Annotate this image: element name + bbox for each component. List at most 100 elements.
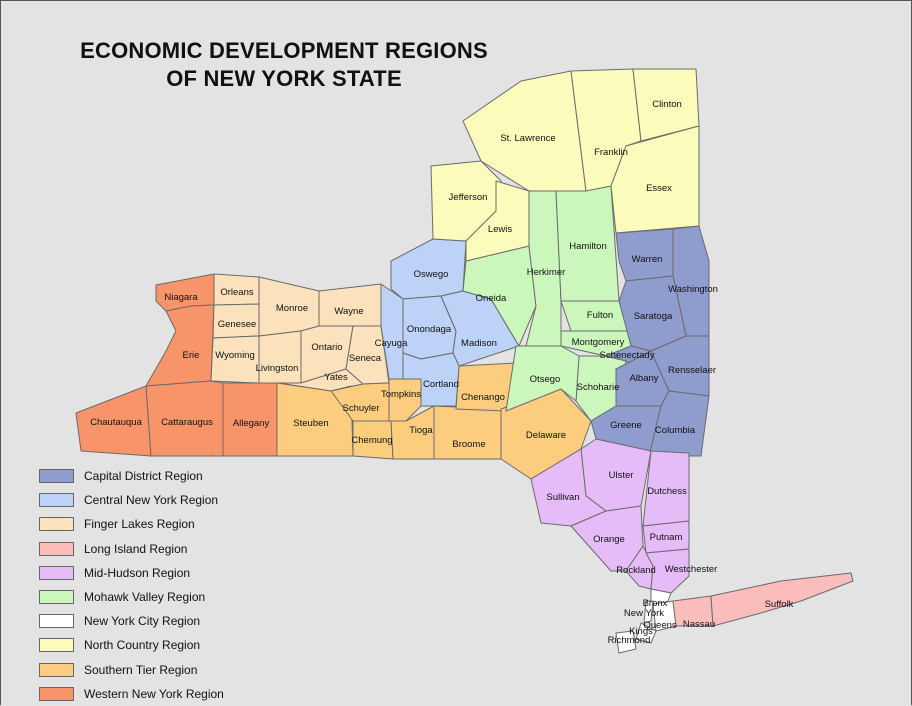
county-label: Suffolk (765, 599, 794, 610)
legend-label: Mohawk Valley Region (84, 590, 206, 605)
county-shape (615, 630, 637, 654)
legend-swatch (39, 662, 74, 677)
county-label: Nassau (683, 619, 715, 630)
county-label: Washington (668, 284, 718, 295)
map-title-line-2: OF NEW YORK STATE (166, 66, 402, 91)
county-label: Seneca (349, 353, 382, 364)
county-shape (648, 390, 710, 457)
county-shape (465, 180, 530, 262)
map-title: ECONOMIC DEVELOPMENT REGIONS OF NEW YORK… (19, 37, 549, 93)
legend-label: Finger Lakes Region (84, 517, 195, 532)
county-label: Saratoga (634, 311, 673, 322)
county-label: Wyoming (215, 350, 255, 361)
county-label: Chemung (351, 435, 392, 446)
county-label: Chenango (461, 392, 505, 403)
legend-item-long-island: Long Island Region (39, 537, 224, 561)
county-label: Erie (183, 350, 200, 361)
county-label: Cortland (423, 379, 459, 390)
county-label: Broome (452, 439, 485, 450)
county-label: Franklin (594, 147, 628, 158)
legend-swatch (39, 590, 74, 605)
county-label: Fulton (587, 310, 613, 321)
county-label: Otsego (530, 374, 561, 385)
county-label: Madison (461, 338, 497, 349)
county-label: Onondaga (407, 324, 452, 335)
region-legend: Capital District Region Central New York… (39, 464, 224, 706)
county-label: Putnam (650, 532, 683, 543)
county-label: Orange (593, 534, 625, 545)
legend-label: Capital District Region (84, 469, 203, 484)
legend-label: Southern Tier Region (84, 662, 198, 677)
county-label: Richmond (608, 635, 651, 646)
county-label: Queens (643, 620, 677, 631)
legend-swatch (39, 686, 74, 701)
legend-swatch (39, 638, 74, 653)
county-label: Delaware (526, 430, 566, 441)
county-label: Essex (646, 183, 672, 194)
county-label: Wayne (334, 306, 363, 317)
county-shape (505, 345, 580, 412)
county-shape (402, 352, 460, 407)
county-label: Dutchess (647, 486, 687, 497)
county-shape (145, 304, 215, 387)
county-label: Clinton (652, 99, 682, 110)
county-label: Kings (629, 626, 653, 637)
county-shape (643, 600, 654, 624)
county-shape (650, 335, 710, 397)
county-label: Livingston (256, 363, 299, 374)
county-shape (710, 572, 854, 627)
county-label: Cayuga (375, 338, 408, 349)
county-label: Herkimer (527, 267, 566, 278)
county-label: Ulster (609, 470, 634, 481)
county-shape (276, 382, 354, 457)
county-label: Jefferson (449, 192, 488, 203)
county-label: Tioga (409, 425, 433, 436)
legend-item-mohawk-valley: Mohawk Valley Region (39, 585, 224, 609)
county-label: Schenectady (600, 350, 655, 361)
county-label: Tompkins (381, 389, 421, 400)
county-label: Ontario (311, 342, 342, 353)
county-label: Chautauqua (90, 417, 142, 428)
county-label: St. Lawrence (500, 133, 555, 144)
county-label: Lewis (488, 224, 513, 235)
county-label: Yates (324, 372, 348, 383)
county-label: Cattaraugus (161, 417, 213, 428)
county-label: Rockland (616, 565, 656, 576)
county-shape (388, 378, 422, 422)
county-label: Orleans (220, 287, 254, 298)
county-label: Warren (632, 254, 663, 265)
county-label: New York (624, 608, 664, 619)
legend-label: Long Island Region (84, 541, 188, 556)
county-label: Monroe (276, 303, 308, 314)
county-label: Steuben (293, 418, 328, 429)
county-shape (433, 405, 502, 460)
legend-item-north-country: North Country Region (39, 633, 224, 657)
county-label: Niagara (164, 292, 198, 303)
county-label: Columbia (655, 425, 696, 436)
legend-item-central: Central New York Region (39, 488, 224, 512)
county-label: Greene (610, 420, 642, 431)
legend-swatch (39, 469, 74, 484)
county-label: Westchester (665, 564, 718, 575)
legend-item-southern-tier: Southern Tier Region (39, 658, 224, 682)
legend-swatch (39, 614, 74, 629)
county-label: Oswego (414, 269, 449, 280)
legend-item-mid-hudson: Mid-Hudson Region (39, 561, 224, 585)
county-shape (318, 283, 382, 327)
county-label: Sullivan (546, 492, 579, 503)
county-label: Hamilton (569, 241, 607, 252)
legend-swatch (39, 493, 74, 508)
map-title-line-1: ECONOMIC DEVELOPMENT REGIONS (80, 38, 488, 63)
legend-swatch (39, 541, 74, 556)
legend-label: Mid-Hudson Region (84, 565, 191, 580)
legend-item-capital: Capital District Region (39, 464, 224, 488)
county-label: Montgomery (572, 337, 625, 348)
legend-item-western-ny: Western New York Region (39, 682, 224, 706)
legend-label: New York City Region (84, 614, 201, 629)
county-shape (635, 622, 657, 644)
county-label: Genesee (218, 319, 257, 330)
county-label: Bronx (643, 598, 668, 609)
county-label: Allegany (233, 418, 270, 429)
county-shape (610, 125, 700, 234)
